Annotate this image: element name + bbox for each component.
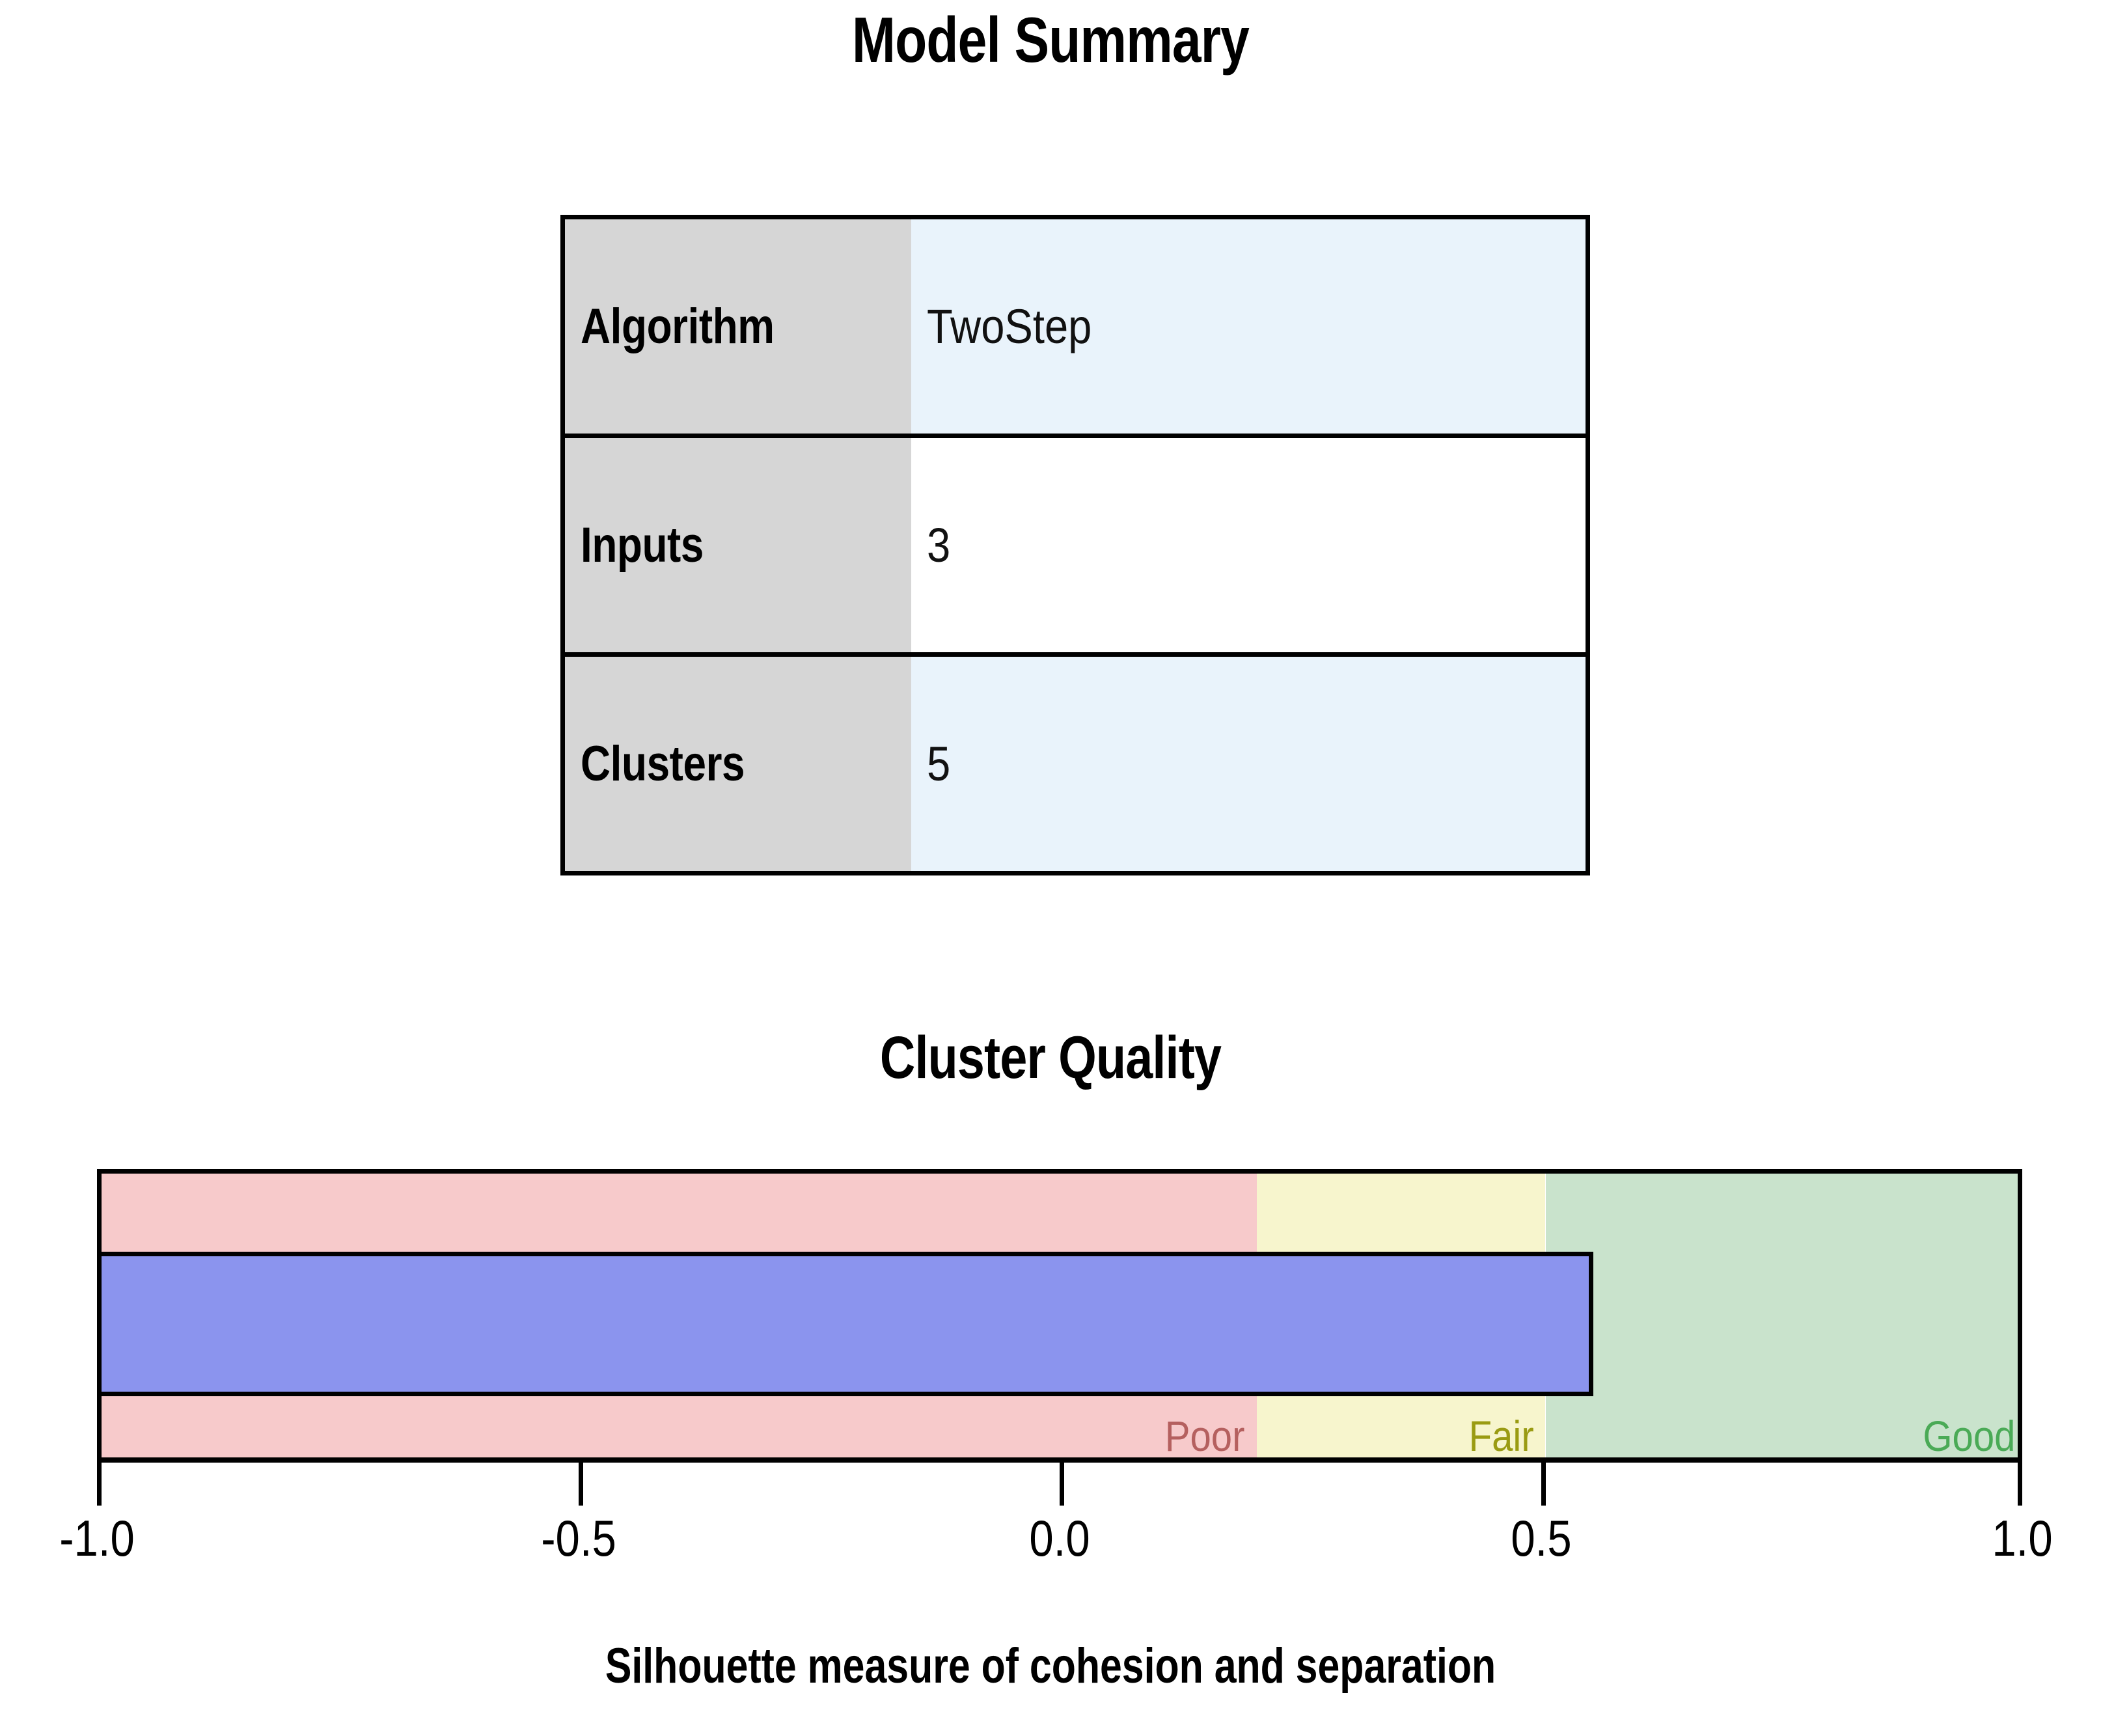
table-row: Clusters 5: [562, 652, 1588, 874]
table-row: Inputs 3: [562, 434, 1588, 655]
row-value-inputs: 3: [911, 434, 1588, 655]
cluster-quality-chart: Poor Fair Good: [97, 1169, 2022, 1462]
row-value-clusters-text: 5: [927, 737, 951, 791]
row-label-clusters-text: Clusters: [581, 736, 745, 792]
row-value-inputs-text: 3: [927, 518, 951, 572]
row-value-clusters: 5: [911, 652, 1588, 874]
x-axis-tick-label: 0.0: [1029, 1509, 1090, 1567]
table-row: Algorithm TwoStep: [562, 217, 1588, 436]
silhouette-measure-bar: [102, 1252, 1594, 1396]
quality-band-fair-label: Fair: [1468, 1412, 1534, 1460]
x-axis-tick-label: -0.5: [540, 1509, 616, 1567]
row-label-inputs: Inputs: [562, 434, 911, 655]
x-axis-tick: [2018, 1457, 2022, 1506]
model-summary-table: Algorithm TwoStep Inputs 3 Clusters 5: [560, 215, 1590, 875]
row-value-algorithm: TwoStep: [911, 217, 1588, 436]
chart-plot-area: Poor Fair Good: [97, 1169, 2022, 1462]
row-value-algorithm-text: TwoStep: [927, 299, 1092, 353]
quality-band-poor-label: Poor: [1165, 1412, 1245, 1460]
row-label-algorithm: Algorithm: [562, 217, 911, 436]
x-axis-tick-label: 0.5: [1510, 1509, 1572, 1567]
x-axis-tick-label: -1.0: [59, 1509, 135, 1567]
x-axis-tick-label: 1.0: [1992, 1509, 2053, 1567]
x-axis-tick: [97, 1457, 102, 1506]
x-axis-tick: [1060, 1457, 1064, 1506]
row-label-algorithm-text: Algorithm: [581, 299, 775, 354]
x-axis-tick: [578, 1457, 583, 1506]
x-axis-tick: [1541, 1457, 1546, 1506]
x-axis-title: Silhouette measure of cohesion and separ…: [605, 1638, 1496, 1694]
model-summary-title: Model Summary: [851, 4, 1250, 76]
row-label-clusters: Clusters: [562, 652, 911, 874]
cluster-quality-title: Cluster Quality: [879, 1025, 1222, 1091]
row-label-inputs-text: Inputs: [581, 517, 704, 573]
quality-band-good-label: Good: [1922, 1412, 2015, 1460]
quality-band-good: Good: [1545, 1174, 2018, 1462]
